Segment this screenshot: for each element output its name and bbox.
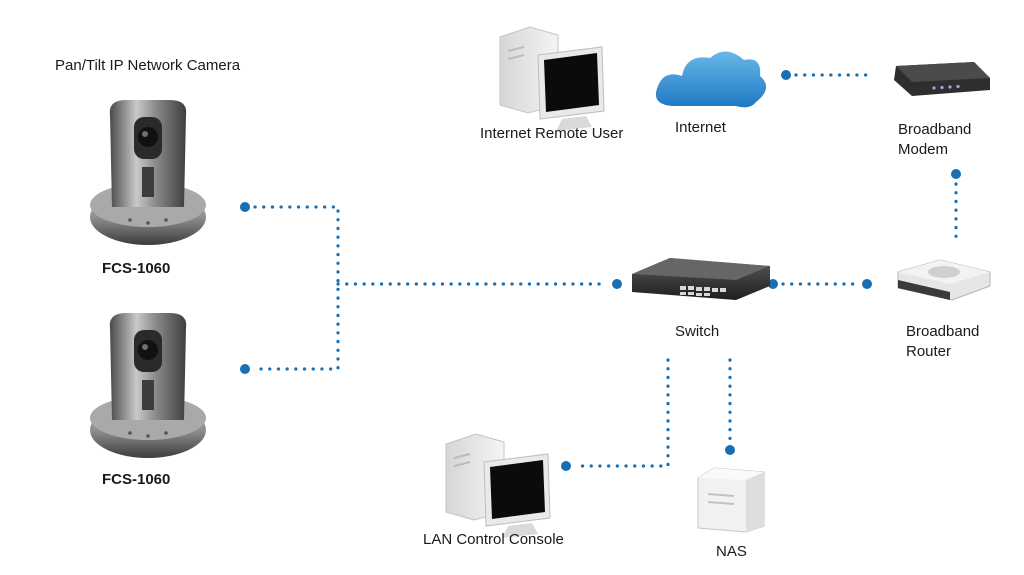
network-links xyxy=(253,73,958,468)
link-dot xyxy=(781,70,791,80)
link-dot xyxy=(240,364,250,374)
router-label-line1: Broadband xyxy=(906,323,980,340)
internet-label: Internet xyxy=(675,119,726,136)
link-dot xyxy=(725,445,735,455)
router-icon xyxy=(897,259,991,301)
cloud-icon xyxy=(655,51,767,108)
link-dot xyxy=(951,169,961,179)
remote-user-label: Internet Remote User xyxy=(480,125,624,142)
router-label-line2: Router xyxy=(906,343,952,360)
nas-label: NAS xyxy=(716,543,747,560)
link-dot xyxy=(612,279,622,289)
link-dot xyxy=(862,279,872,289)
ptz-camera-icon xyxy=(90,313,206,458)
lan-console-label: LAN Control Console xyxy=(423,531,564,548)
desktop-computer-icon xyxy=(499,26,605,131)
link-endpoints xyxy=(240,70,961,471)
link-dot xyxy=(768,279,778,289)
modem-label-line2: Modem xyxy=(898,141,949,158)
camera-1-label: FCS-1060 xyxy=(102,260,171,277)
ptz-camera-icon xyxy=(90,100,206,245)
link-camera1-bus xyxy=(253,205,340,371)
diagram-title: Pan/Tilt IP Network Camera xyxy=(55,57,241,74)
link-dot xyxy=(240,202,250,212)
desktop-computer-icon xyxy=(445,433,551,538)
switch-label: Switch xyxy=(675,323,720,340)
link-switch-console xyxy=(574,358,670,468)
camera-2-label: FCS-1060 xyxy=(102,471,171,488)
modem-icon xyxy=(894,62,990,96)
network-switch-icon xyxy=(632,258,770,300)
link-dot xyxy=(561,461,571,471)
modem-label-line1: Broadband xyxy=(898,121,972,138)
nas-storage-icon xyxy=(697,467,765,533)
